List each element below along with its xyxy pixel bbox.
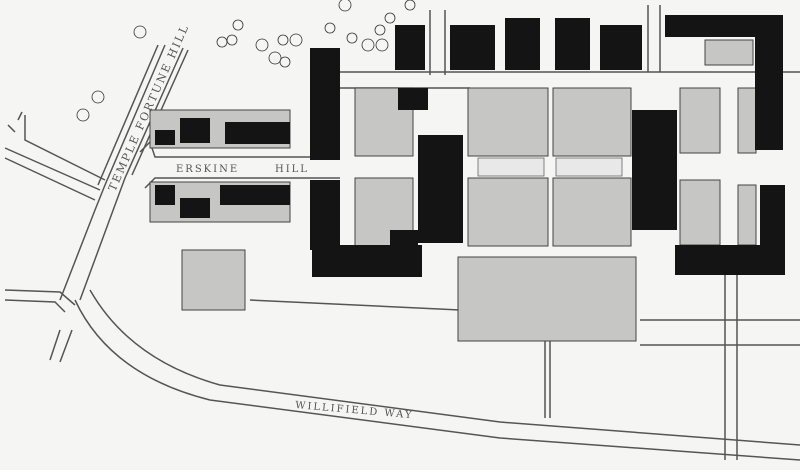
erskine-hill-road-north — [139, 140, 340, 158]
trees — [76, 0, 416, 122]
side-road — [4, 147, 101, 201]
label-hill: HILL — [275, 164, 309, 175]
roads — [4, 5, 800, 461]
central-quad-se — [552, 177, 632, 247]
central-green-south — [457, 256, 637, 342]
willifield-way-road-north — [89, 289, 800, 446]
central-quad-ne — [552, 87, 632, 157]
playing-field — [181, 249, 246, 311]
lawn-beds — [477, 157, 623, 177]
central-quad-sw — [467, 177, 549, 247]
temple-fortune-hill-road-west-edge — [59, 44, 166, 301]
buildings — [155, 15, 785, 277]
erskine-hill-road-south — [144, 177, 340, 189]
willifield-way-road-south — [74, 299, 800, 461]
central-quad-nw — [467, 87, 549, 157]
label-erskine: ERSKINE — [176, 164, 239, 175]
temple-fortune-hill-road-east-edge — [79, 47, 184, 301]
